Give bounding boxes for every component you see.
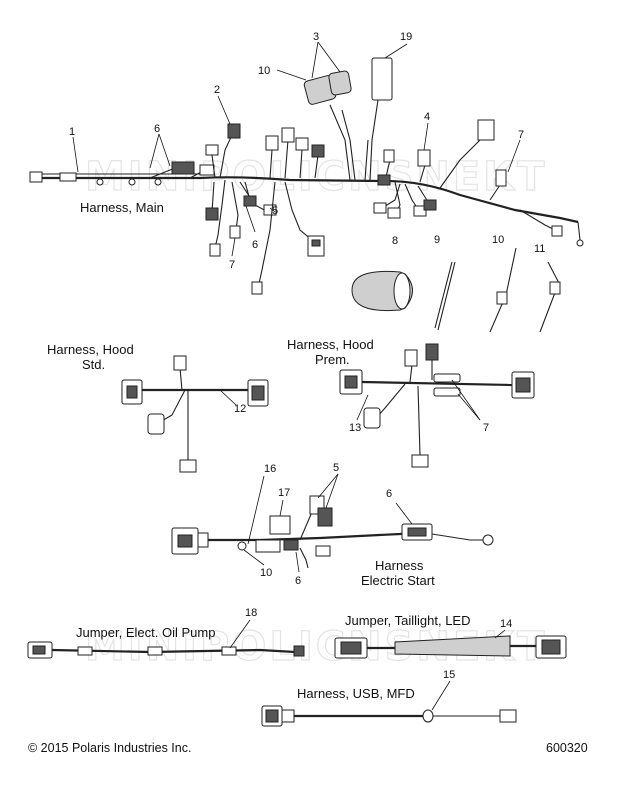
callout-13: 13: [349, 422, 361, 434]
label-harness-electric-start: Harness: [375, 558, 424, 573]
callout-19: 19: [400, 31, 412, 43]
callout-6: 6: [252, 239, 258, 251]
label-harness-electric-start-suffix: Electric Start: [361, 573, 435, 588]
callout-14: 14: [500, 618, 512, 630]
callout-17: 17: [278, 487, 290, 499]
callout-11: 11: [534, 243, 545, 255]
callout-15: 15: [443, 669, 455, 681]
callout-7: 7: [483, 422, 489, 434]
label-harness-hood-std-suffix: Std.: [82, 357, 105, 372]
label-harness-hood-prem-suffix: Prem.: [315, 352, 350, 367]
footer-figure-number: 600320: [546, 741, 588, 755]
callout-18: 18: [245, 607, 257, 619]
harness-hood-prem-drawing: [339, 343, 535, 468]
label-jumper-taillight: Jumper, Taillight, LED: [345, 613, 471, 628]
loose-parts-drawing: [351, 247, 561, 333]
label-harness-hood-prem: Harness, Hood: [287, 337, 374, 352]
callout-12: 12: [234, 403, 246, 415]
callout-6: 6: [295, 575, 301, 587]
jumper-taillight-drawing: [334, 635, 567, 659]
label-jumper-oil-pump: Jumper, Elect. Oil Pump: [76, 625, 215, 640]
label-harness-hood-std: Harness, Hood: [47, 342, 134, 357]
harness-electric-start-drawing: [171, 495, 494, 569]
callout-16: 16: [264, 463, 276, 475]
callout-8: 8: [392, 235, 398, 247]
callout-5: 5: [272, 205, 278, 217]
footer-copyright: © 2015 Polaris Industries Inc.: [28, 741, 191, 755]
callout-10: 10: [492, 234, 504, 246]
callout-4: 4: [424, 111, 430, 123]
label-harness-main: Harness, Main: [80, 200, 164, 215]
callout-6: 6: [154, 123, 160, 135]
label-harness-usb: Harness, USB, MFD: [297, 686, 415, 701]
callout-5: 5: [333, 462, 339, 474]
harness-hood-std-drawing: [121, 355, 269, 473]
callout-1: 1: [69, 126, 75, 138]
harness-usb-drawing: [261, 705, 517, 727]
callout-10: 10: [258, 65, 270, 77]
callout-6: 6: [386, 488, 392, 500]
callout-10: 10: [260, 567, 272, 579]
callout-7: 7: [229, 259, 235, 271]
jumper-oil-pump-drawing: [27, 641, 305, 659]
callout-9: 9: [434, 234, 440, 246]
callout-7: 7: [518, 129, 524, 141]
leader-lines: [72, 41, 521, 711]
harness-main-drawing: [29, 57, 584, 295]
callout-2: 2: [214, 84, 220, 96]
callout-3: 3: [313, 31, 319, 43]
